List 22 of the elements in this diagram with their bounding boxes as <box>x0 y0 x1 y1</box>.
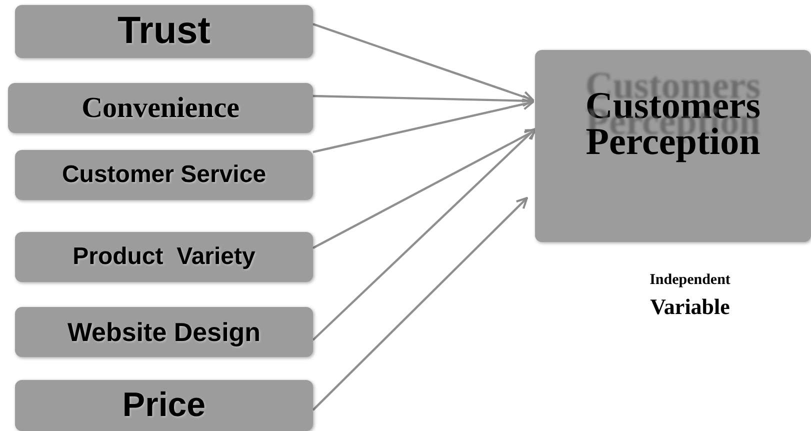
node-label: Customer Service <box>62 161 266 189</box>
node-label: Customers Perception <box>584 88 762 160</box>
arrow <box>312 128 536 341</box>
node-label: Website Design <box>67 316 261 348</box>
process-box <box>15 307 313 357</box>
arrow <box>312 94 534 107</box>
arrow <box>312 129 537 249</box>
node-label: Price <box>122 386 206 425</box>
process-box <box>15 380 313 431</box>
process-box <box>535 50 811 242</box>
node-label: Product Variety <box>72 243 256 271</box>
arrow <box>312 23 534 102</box>
process-box <box>15 5 313 58</box>
process-box <box>8 83 313 133</box>
node-label: Trust <box>118 10 210 53</box>
process-box <box>15 150 313 200</box>
process-box <box>15 232 313 282</box>
arrow <box>312 197 528 411</box>
node-label: Convenience <box>82 92 240 124</box>
arrow <box>312 98 534 154</box>
axis-note: Independent <box>648 272 732 289</box>
axis-note: Variable <box>649 294 731 320</box>
